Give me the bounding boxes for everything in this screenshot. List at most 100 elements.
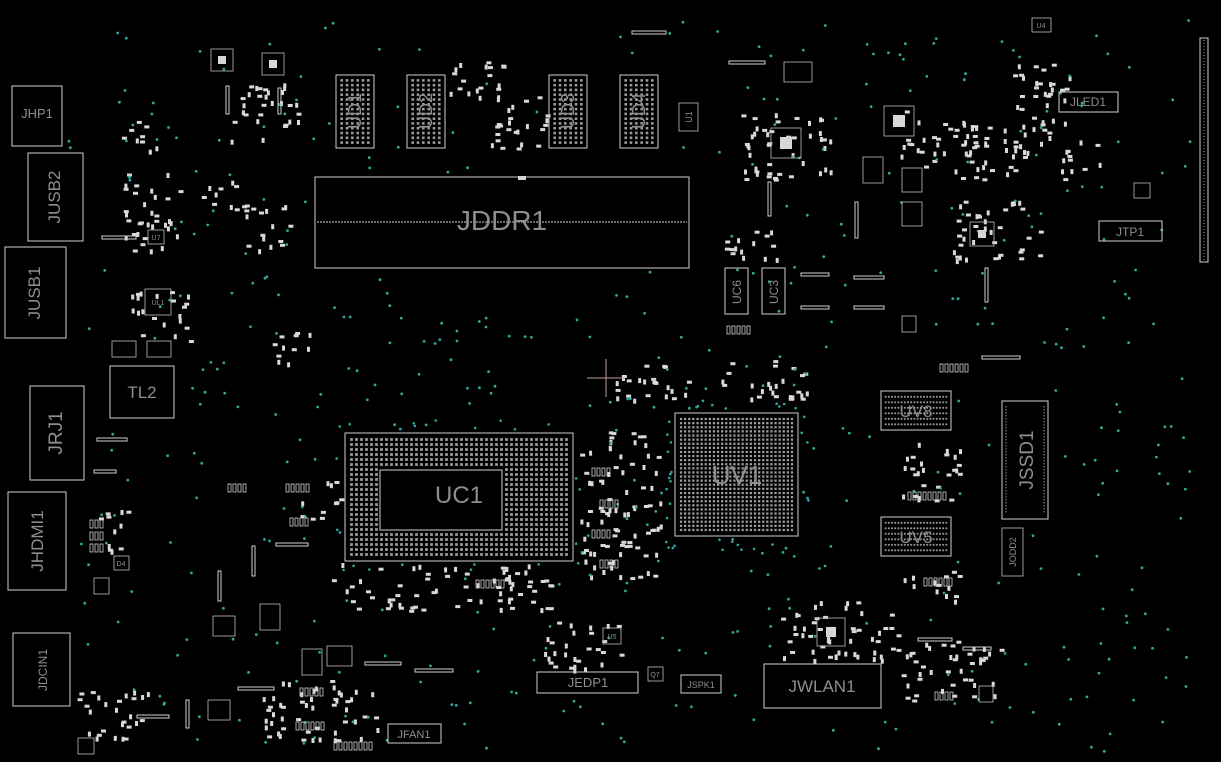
passive-component xyxy=(549,584,555,588)
ic-unlabeled[interactable] xyxy=(770,127,802,159)
bga-pad xyxy=(635,136,638,140)
bga-pad xyxy=(907,412,909,415)
bga-pad xyxy=(645,88,649,92)
passive-component xyxy=(856,654,860,660)
bga-pad xyxy=(356,98,359,101)
component-jspk1[interactable]: JSPK1 xyxy=(680,674,722,694)
ic-unlabeled[interactable] xyxy=(1133,182,1151,199)
bga-pad xyxy=(558,117,562,120)
bga-pad xyxy=(411,107,414,111)
component-uv8[interactable]: UV8 xyxy=(880,390,952,431)
bga-pad xyxy=(560,548,563,551)
component-jssd1[interactable]: JSSD1 xyxy=(1001,400,1049,520)
passive-component xyxy=(737,238,741,244)
passive-component xyxy=(507,108,511,113)
component-ud2[interactable]: UD2 xyxy=(406,74,446,149)
ic-unlabeled[interactable] xyxy=(93,577,110,595)
component-jedp1[interactable]: JEDP1 xyxy=(536,671,639,694)
bga-pad xyxy=(737,520,740,523)
bga-pad xyxy=(415,438,418,441)
ic-unlabeled[interactable] xyxy=(259,603,281,631)
ic-unlabeled[interactable] xyxy=(207,699,231,721)
component-d4[interactable]: D4 xyxy=(113,555,130,571)
component-tl2[interactable]: TL2 xyxy=(109,365,175,419)
component-jusb2[interactable]: JUSB2 xyxy=(27,152,84,242)
ic-unlabeled[interactable] xyxy=(901,201,923,227)
ic-unlabeled[interactable] xyxy=(326,645,353,667)
passive-component xyxy=(105,512,111,516)
ic-unlabeled[interactable] xyxy=(978,685,994,703)
ic-unlabeled[interactable] xyxy=(146,340,172,358)
ic-unlabeled[interactable] xyxy=(783,61,813,83)
component-uc6[interactable]: UC6 xyxy=(724,267,749,315)
bga-pad xyxy=(375,473,378,476)
component-u1[interactable]: U1 xyxy=(678,102,699,132)
component-jwlan1[interactable]: JWLAN1 xyxy=(763,663,882,709)
ic-unlabeled[interactable] xyxy=(210,48,234,72)
ic-unlabeled[interactable] xyxy=(969,221,995,247)
ic-unlabeled[interactable] xyxy=(212,615,236,637)
ic-unlabeled[interactable] xyxy=(111,340,137,358)
bga-pad xyxy=(432,79,436,82)
via xyxy=(601,722,605,726)
via xyxy=(1085,695,1089,699)
ic-unlabeled[interactable] xyxy=(301,648,323,676)
component-jhp1[interactable]: JHP1 xyxy=(11,85,63,147)
component-uc3[interactable]: UC3 xyxy=(761,267,786,315)
passive-component xyxy=(954,169,958,175)
bga-pad xyxy=(345,98,349,101)
bga-pad xyxy=(435,463,438,466)
connector-right-edge[interactable] xyxy=(1199,37,1209,263)
component-jled1[interactable]: JLED1 xyxy=(1058,91,1119,113)
component-jdcin1[interactable]: JDCIN1 xyxy=(12,632,71,707)
bga-pad xyxy=(438,112,441,116)
bga-pad xyxy=(782,454,785,458)
ic-unlabeled[interactable] xyxy=(901,167,923,193)
bga-pad xyxy=(485,438,488,441)
passive-component xyxy=(266,90,270,96)
via xyxy=(1118,410,1122,414)
ic-unlabeled[interactable] xyxy=(862,156,884,184)
bga-pad xyxy=(370,473,373,476)
component-jodd2[interactable]: JODD2 xyxy=(1001,527,1024,577)
ic-unlabeled[interactable] xyxy=(816,617,846,647)
component-ul1[interactable]: UL1 xyxy=(144,288,172,316)
bga-pad xyxy=(884,395,887,398)
component-uv5[interactable]: UV5 xyxy=(880,516,952,557)
component-u5[interactable]: U5 xyxy=(602,627,622,645)
passive-component xyxy=(1034,86,1039,90)
component-uc1[interactable]: UC1 xyxy=(344,432,574,562)
ic-unlabeled[interactable] xyxy=(883,105,915,137)
bga-pad xyxy=(900,417,903,420)
component-jfan1[interactable]: JFAN1 xyxy=(387,723,442,744)
via xyxy=(614,428,618,432)
via xyxy=(268,539,271,543)
component-jrj1[interactable]: JRJ1 xyxy=(29,385,85,481)
component-u7[interactable]: U7 xyxy=(147,229,165,245)
component-q7[interactable]: Q7 xyxy=(647,666,664,682)
component-jusb1[interactable]: JUSB1 xyxy=(4,246,67,339)
passive-component xyxy=(234,208,240,212)
component-uv1[interactable]: UV1 xyxy=(674,412,799,537)
ic-unlabeled[interactable] xyxy=(261,52,285,76)
component-jtp1[interactable]: JTP1 xyxy=(1098,220,1163,242)
bga-pad xyxy=(356,136,359,140)
component-ud3[interactable]: UD3 xyxy=(548,74,588,149)
bga-pad xyxy=(550,508,553,511)
bga-pad xyxy=(704,479,707,482)
via xyxy=(192,232,196,236)
ic-unlabeled[interactable] xyxy=(901,315,917,333)
ic-unlabeled[interactable] xyxy=(77,737,95,755)
bga-pad xyxy=(737,450,740,454)
component-jddr1[interactable]: JDDR1 xyxy=(314,176,690,269)
passive-component xyxy=(425,577,431,581)
bga-pad xyxy=(926,401,929,404)
component-ud4[interactable]: UD4 xyxy=(619,74,659,149)
bga-pad xyxy=(716,504,720,507)
component-u4[interactable]: U4 xyxy=(1031,17,1052,33)
bga-pad xyxy=(749,528,752,532)
component-jhdmi1[interactable]: JHDMI1 xyxy=(7,491,67,591)
bga-pad xyxy=(700,463,703,466)
component-ud1[interactable]: UD1 xyxy=(335,74,375,149)
via xyxy=(249,325,252,329)
